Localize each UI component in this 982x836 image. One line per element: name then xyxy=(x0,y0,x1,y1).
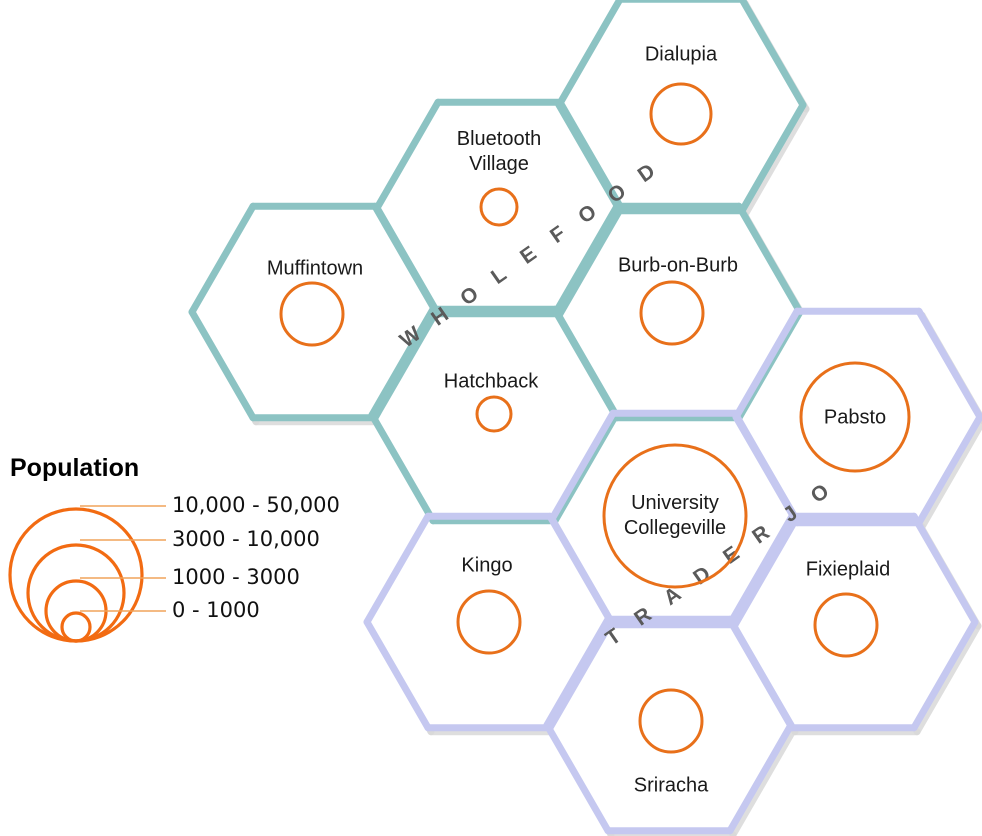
hex-cell[interactable] xyxy=(556,206,800,418)
hex-edge-region-boundary xyxy=(548,409,617,523)
hex-edge-region-boundary xyxy=(727,512,796,626)
place-label: Dialupia xyxy=(645,43,718,65)
place-label: Hatchback xyxy=(444,370,539,392)
hex-layer xyxy=(188,0,982,835)
population-circle xyxy=(602,443,748,589)
hex-edge-region-boundary xyxy=(731,515,800,629)
hex-edge-region-boundary xyxy=(915,307,982,421)
hex-cell[interactable] xyxy=(552,413,796,625)
place-muffintown[interactable]: Muffintown xyxy=(267,257,363,347)
legend-circle xyxy=(26,543,126,643)
hex-edge-region-boundary xyxy=(363,512,432,626)
place-label: Muffintown xyxy=(267,257,363,279)
hex-edge-region-boundary xyxy=(726,615,795,729)
population-circle xyxy=(456,589,522,655)
place-label: Sriracha xyxy=(634,774,709,796)
place-label: Village xyxy=(469,153,529,175)
hex-edge-region-boundary xyxy=(368,411,437,525)
hex-edge-region-boundary xyxy=(552,202,621,316)
place-burb-on-burb[interactable]: Burb-on-Burb xyxy=(618,254,738,346)
place-sriracha[interactable]: Sriracha xyxy=(634,688,709,796)
hex-cell[interactable] xyxy=(547,619,791,831)
hex-edge-region-boundary xyxy=(726,721,795,835)
legend-label: 10,000 - 50,000 xyxy=(172,493,340,517)
legend-label: 0 - 1000 xyxy=(172,598,260,622)
place-hatchback[interactable]: Hatchback xyxy=(444,370,539,433)
hex-edge-region-boundary xyxy=(363,618,432,732)
hex-edge-region-boundary xyxy=(543,615,612,729)
hex-edge-region-boundary xyxy=(732,307,801,421)
place-label: University xyxy=(631,492,719,514)
hex-edge-region-boundary xyxy=(556,98,625,212)
hex-cell[interactable] xyxy=(192,206,436,418)
population-circle xyxy=(813,592,879,658)
hex-edge-region-boundary xyxy=(368,305,437,419)
hex-cell[interactable] xyxy=(367,516,611,728)
hex-edge-region-boundary xyxy=(915,413,982,527)
population-circle xyxy=(279,281,345,347)
hex-edge-region-boundary xyxy=(371,308,440,422)
place-label: Bluetooth xyxy=(457,128,542,150)
legend-layer: Population 10,000 - 50,000 3000 - 10,000 10… xyxy=(8,454,340,643)
legend-label: 1000 - 3000 xyxy=(172,565,300,589)
population-circle xyxy=(799,361,911,473)
place-label: Fixieplaid xyxy=(806,558,890,580)
hex-edge-shadow xyxy=(729,725,798,836)
hex-edge-region-boundary xyxy=(188,202,257,316)
hex-edge-region-boundary xyxy=(735,202,804,316)
hex-edge-region-boundary xyxy=(371,202,440,316)
place-kingo[interactable]: Kingo xyxy=(456,554,522,655)
hex-cell[interactable] xyxy=(736,311,980,523)
place-fixieplaid[interactable]: Fixieplaid xyxy=(806,558,890,658)
hex-cell[interactable] xyxy=(377,102,621,314)
legend-label: 3000 - 10,000 xyxy=(172,527,320,551)
hex-edge-region-boundary xyxy=(556,204,625,318)
hex-edge-region-boundary xyxy=(546,618,615,732)
population-circle xyxy=(649,82,713,146)
hex-edge-region-boundary xyxy=(551,305,620,419)
place-label: Burb-on-Burb xyxy=(618,254,738,276)
place-label: Kingo xyxy=(461,554,512,576)
hex-edge-region-boundary xyxy=(188,308,257,422)
hex-edge-region-boundary xyxy=(373,98,442,212)
hex-edge-region-boundary xyxy=(910,512,979,626)
hex-edge-region-boundary xyxy=(543,721,612,835)
hex-cell[interactable] xyxy=(731,516,975,728)
population-circle xyxy=(479,187,519,227)
legend: Population 10,000 - 50,000 3000 - 10,000 10… xyxy=(8,454,340,643)
hex-edge-shadow xyxy=(918,417,982,531)
place-dialupia[interactable]: Dialupia xyxy=(645,43,718,146)
place-label: Pabsto xyxy=(824,406,886,428)
hex-edge-region-boundary xyxy=(738,101,807,215)
hex-edge-region-boundary xyxy=(731,409,800,523)
hex-cell[interactable] xyxy=(559,0,803,211)
population-circle xyxy=(639,280,705,346)
hex-edge-region-boundary xyxy=(546,512,615,626)
legend-title: Population xyxy=(10,454,139,482)
hex-edge-region-boundary xyxy=(738,0,807,109)
legend-circle xyxy=(60,611,92,643)
place-pabsto[interactable]: Pabsto xyxy=(799,361,911,473)
hex-cell[interactable] xyxy=(372,309,616,521)
population-circle xyxy=(475,395,513,433)
hex-edge-region-boundary xyxy=(555,0,624,109)
hex-edge-region-boundary xyxy=(910,618,979,732)
place-label: Collegeville xyxy=(624,517,726,539)
hex-edge-shadow xyxy=(741,105,810,219)
hex-edge-shadow xyxy=(913,622,982,736)
population-circle xyxy=(638,688,704,754)
